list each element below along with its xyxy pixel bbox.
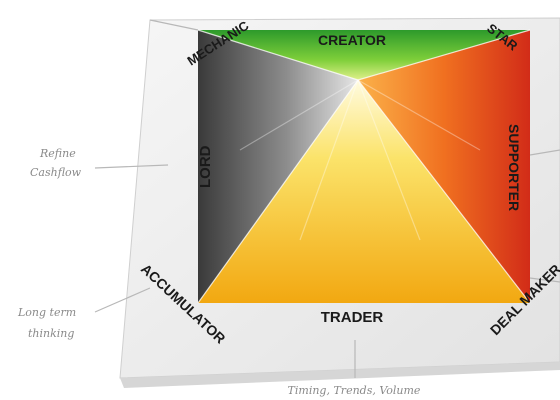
annotation-timing: Timing, Trends, Volume	[288, 384, 421, 397]
face-lord	[198, 30, 358, 303]
annotation-long-term: Long term	[17, 306, 76, 319]
pyramid	[197, 29, 531, 304]
face-trader	[198, 80, 530, 303]
label-creator: CREATOR	[318, 32, 386, 48]
label-supporter: SUPPORTER	[506, 124, 522, 211]
annotation-thinking: thinking	[28, 327, 74, 340]
label-trader: TRADER	[321, 309, 384, 326]
annotation-cashflow: Cashflow	[30, 166, 82, 179]
annotation-refine: Refine	[39, 147, 76, 160]
diagram-board-edge	[120, 362, 560, 388]
guide-lines	[94, 19, 560, 378]
face-creator	[198, 30, 530, 80]
label-lord: LORD	[197, 145, 214, 188]
face-supporter	[358, 30, 530, 303]
